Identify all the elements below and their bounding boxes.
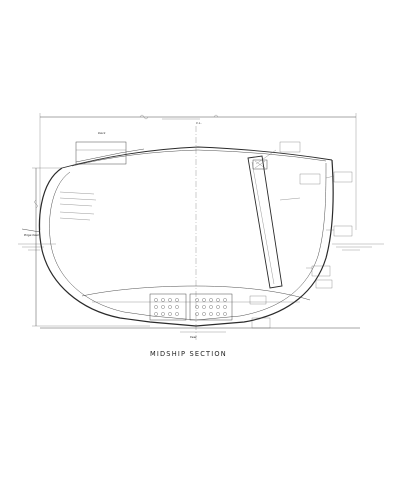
keel-label: Keel bbox=[190, 335, 197, 339]
depth-dimension bbox=[32, 167, 150, 327]
notes-right: C.L. bbox=[196, 121, 353, 329]
deck-label: Deck bbox=[98, 131, 106, 135]
floor-block-left bbox=[149, 293, 187, 321]
notes-left: Bilge Keel Deck bbox=[24, 131, 106, 237]
floor-block-right bbox=[189, 293, 233, 321]
hull-shell bbox=[38, 159, 334, 327]
bilge-keel bbox=[21, 228, 41, 233]
bulkhead-frame bbox=[247, 155, 283, 289]
bilge-keel-label: Bilge Keel bbox=[24, 233, 39, 237]
breadth-dimension bbox=[39, 113, 357, 230]
keel-baseline: Keel bbox=[40, 327, 360, 339]
deck-line bbox=[61, 141, 333, 169]
drawing-caption: MIDSHIP SECTION bbox=[150, 350, 227, 358]
centerline-label: C.L. bbox=[196, 121, 202, 125]
waterline bbox=[18, 243, 384, 251]
